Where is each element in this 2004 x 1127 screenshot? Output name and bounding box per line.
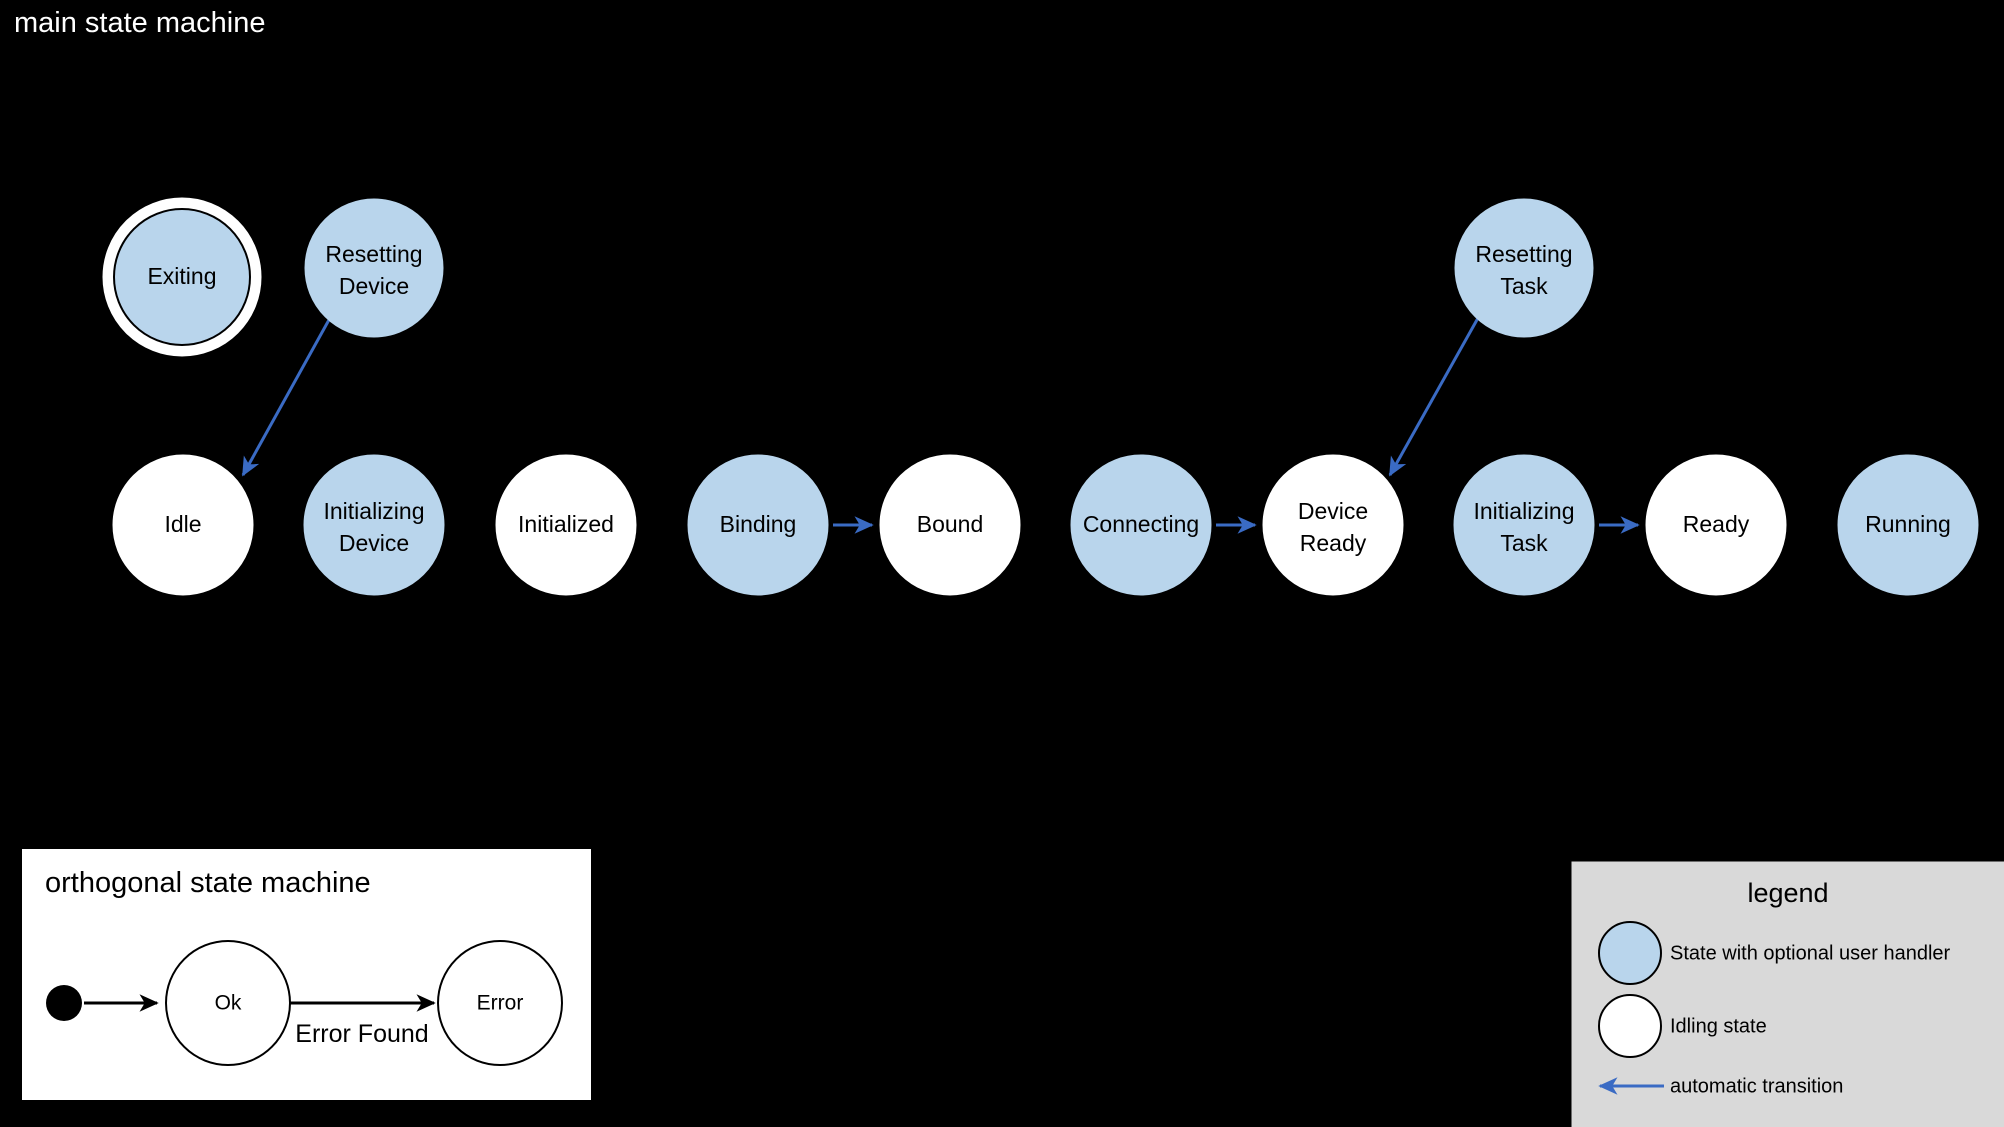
state-label-line1: Device [1298, 498, 1368, 524]
ortho-state-node-error[interactable]: Error [437, 940, 563, 1066]
state-node-idle[interactable]: Idle [112, 454, 254, 596]
white-circle-icon [1598, 994, 1662, 1058]
state-label-line2: Ready [1300, 530, 1367, 556]
legend-item-label: automatic transition [1670, 1075, 1843, 1097]
state-label-line2: Device [339, 273, 409, 299]
state-node-device-ready[interactable]: Device Ready [1262, 454, 1404, 596]
state-label-line2: Task [1500, 273, 1548, 299]
state-node-initialized[interactable]: Initialized [495, 454, 637, 596]
state-node-resetting-task[interactable]: Resetting Task [1454, 198, 1594, 338]
blue-circle-icon [1598, 921, 1662, 985]
state-label: Idle [164, 511, 201, 537]
orthogonal-panel-title: orthogonal state machine [45, 867, 371, 899]
state-label-line1: Initializing [324, 498, 425, 524]
legend-title: legend [1747, 878, 1828, 908]
ortho-state-label: Ok [215, 992, 242, 1015]
state-node-initializing-task[interactable]: Initializing Task [1453, 454, 1595, 596]
state-label: Bound [917, 511, 984, 537]
state-node-initializing-device[interactable]: Initializing Device [303, 454, 445, 596]
state-node-resetting-device[interactable]: Resetting Device [304, 198, 444, 338]
state-node-bound[interactable]: Bound [879, 454, 1021, 596]
ortho-state-label: Error [477, 992, 524, 1015]
state-label: Exiting [147, 263, 216, 289]
transitions-layer [241, 317, 1640, 534]
state-label-line1: Initializing [1474, 498, 1575, 524]
state-label-line2: Device [339, 530, 409, 556]
legend-item-handler-state: State with optional user handler [1598, 921, 1951, 985]
page-title: main state machine [14, 7, 265, 39]
initial-state-dot [46, 985, 82, 1021]
legend-item-label: Idling state [1670, 1015, 1767, 1037]
state-node-binding[interactable]: Binding [687, 454, 829, 596]
state-label-line1: Resetting [1475, 241, 1572, 267]
state-node-ready[interactable]: Ready [1645, 454, 1787, 596]
legend-item-idling-state: Idling state [1598, 994, 1767, 1058]
state-label-line2: Task [1500, 530, 1548, 556]
legend-item-auto-edge: automatic transition [1598, 1075, 1843, 1097]
legend-panel: legend State with optional user handler … [1571, 861, 2004, 1127]
state-label: Ready [1683, 511, 1750, 537]
ortho-state-node-ok[interactable]: Ok [165, 940, 291, 1066]
state-label-line1: Resetting [325, 241, 422, 267]
state-label: Running [1865, 511, 1951, 537]
state-label: Binding [720, 511, 797, 537]
state-label: Connecting [1083, 511, 1199, 537]
state-node-connecting[interactable]: Connecting [1070, 454, 1212, 596]
transition-resetting-device-to-idle[interactable] [241, 317, 332, 477]
state-node-exiting[interactable]: Exiting [102, 197, 262, 357]
legend-item-label: State with optional user handler [1670, 942, 1951, 964]
transition-resetting-task-to-device-ready[interactable] [1388, 317, 1480, 477]
transition-label-error-found: Error Found [295, 1020, 428, 1048]
orthogonal-state-machine-panel: orthogonal state machine Ok Error Found … [20, 847, 593, 1102]
state-label: Initialized [518, 511, 614, 537]
state-node-running[interactable]: Running [1837, 454, 1979, 596]
